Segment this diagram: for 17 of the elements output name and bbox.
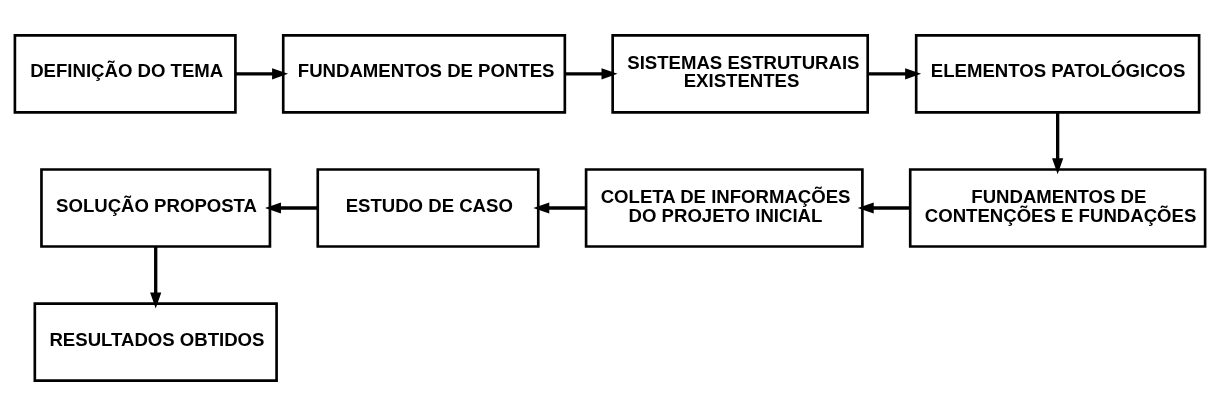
node-box: ELEMENTOS PATOLÓGICOS [914,34,1201,114]
arrow [867,68,922,80]
node-box: DEFINIÇÃO DO TEMA [13,34,237,114]
node-box: RESULTADOS OBTIDOS [33,302,278,382]
arrow [235,68,289,80]
node-box: FUNDAMENTOS DE PONTES [281,34,567,114]
node-box: ESTUDO DE CASO [316,168,540,248]
node-box: SOLUÇÃO PROPOSTA [40,168,272,248]
node-box: COLETA DE INFORMAÇÕES DO PROJETO INICIAL [584,168,864,248]
arrow [533,202,586,214]
arrow [565,68,618,80]
arrow [264,202,318,214]
node-box: SISTEMAS ESTRUTURAIS EXISTENTES [611,34,870,114]
arrow [857,202,910,214]
arrow [150,246,162,309]
node-box: FUNDAMENTOS DE CONTENÇÕES E FUNDAÇÕES [908,168,1207,248]
arrow [1052,112,1064,175]
